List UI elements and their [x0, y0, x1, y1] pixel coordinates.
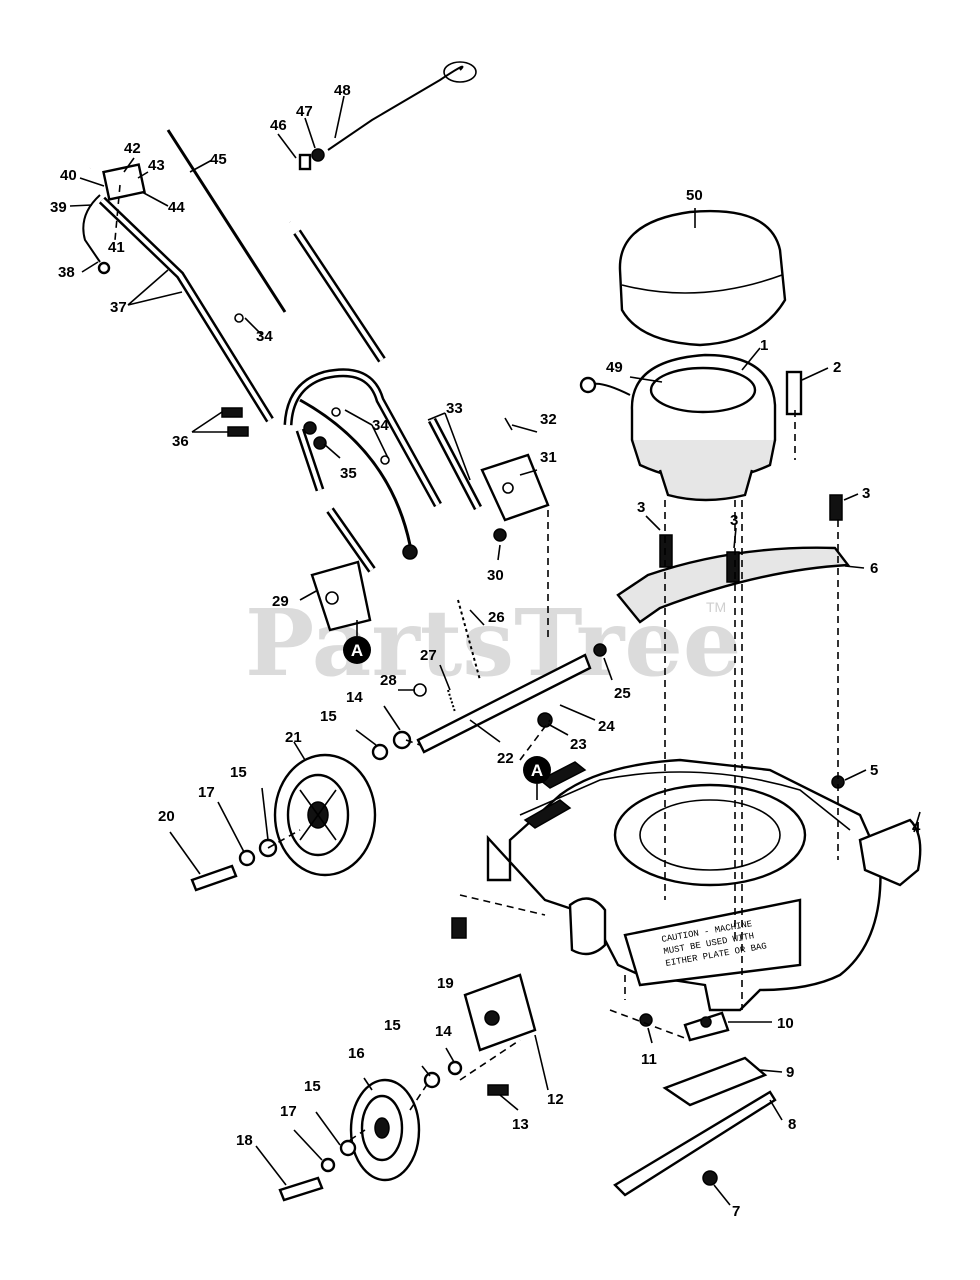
label-19: 19: [437, 975, 454, 992]
label-34-lower: 34: [372, 417, 389, 434]
motor-cover: [618, 209, 787, 347]
blade: [613, 1090, 777, 1197]
marker-a-left: A: [343, 636, 371, 664]
label-9: 9: [786, 1064, 794, 1081]
label-15-rear-b: 15: [230, 764, 247, 781]
label-3-right: 3: [862, 485, 870, 502]
label-37: 37: [110, 299, 127, 316]
axle: [416, 653, 592, 754]
bracket-left: [310, 560, 372, 632]
label-22: 22: [497, 750, 514, 767]
label-30: 30: [487, 567, 504, 584]
label-15-front-a: 15: [384, 1017, 401, 1034]
label-33: 33: [446, 400, 463, 417]
label-2: 2: [833, 359, 841, 376]
label-14-rear: 14: [346, 689, 363, 706]
bracket-right: [480, 453, 550, 522]
label-36: 36: [172, 433, 189, 450]
label-47: 47: [296, 103, 313, 120]
baffle: [616, 546, 851, 624]
motor: [579, 353, 777, 502]
label-3-left: 3: [637, 499, 645, 516]
upper-handle: [88, 86, 386, 423]
label-21: 21: [285, 729, 302, 746]
label-14-front: 14: [435, 1023, 452, 1040]
part-number-labels: 1 2 3 3 3 3 4 5 6 7 8 9 10 11 12 13 14 1…: [50, 82, 921, 1220]
svg-text:A: A: [531, 761, 543, 780]
label-27: 27: [420, 647, 437, 664]
cord-plug-icon: [402, 544, 418, 560]
label-41: 41: [108, 239, 125, 256]
blade-support: [662, 1056, 768, 1107]
label-17-rear: 17: [198, 784, 215, 801]
label-3-mid: 3: [730, 512, 738, 529]
bolt-3c: [829, 494, 843, 521]
label-29: 29: [272, 593, 289, 610]
label-24: 24: [598, 718, 615, 735]
wheel-bolt-rear: [190, 864, 238, 892]
bolts-handle: [221, 313, 390, 465]
label-5: 5: [870, 762, 878, 779]
label-42: 42: [124, 140, 141, 157]
switch-box: [82, 163, 146, 275]
label-35: 35: [340, 465, 357, 482]
label-34-upper: 34: [256, 328, 273, 345]
label-16: 16: [348, 1045, 365, 1062]
label-25: 25: [614, 685, 631, 702]
label-4: 4: [912, 819, 921, 836]
label-15-rear-a: 15: [320, 708, 337, 725]
leader-lines: [69, 95, 921, 1206]
motor-bolt: [785, 370, 803, 416]
label-23: 23: [570, 736, 587, 753]
bolt-3a: [659, 534, 673, 568]
label-38: 38: [58, 264, 75, 281]
label-31: 31: [540, 449, 557, 466]
label-8: 8: [788, 1116, 796, 1133]
label-12: 12: [547, 1091, 564, 1108]
label-45: 45: [210, 151, 227, 168]
label-18: 18: [236, 1132, 253, 1149]
cable: [298, 61, 477, 171]
label-17-front: 17: [280, 1103, 297, 1120]
label-40: 40: [60, 167, 77, 184]
lower-handle: [283, 368, 482, 573]
height-adjust-bracket: [463, 973, 537, 1052]
front-wheel: [349, 1078, 421, 1182]
label-11: 11: [641, 1051, 657, 1068]
rear-wheel: [273, 753, 377, 877]
wheel-bolt-front: [278, 1176, 324, 1202]
label-46: 46: [270, 117, 287, 134]
marker-a-right: A: [523, 756, 551, 784]
label-13: 13: [512, 1116, 529, 1133]
label-28: 28: [380, 672, 397, 689]
label-48: 48: [334, 82, 351, 99]
svg-text:A: A: [351, 641, 363, 660]
label-39: 39: [50, 199, 67, 216]
label-43: 43: [148, 157, 165, 174]
label-49: 49: [606, 359, 623, 376]
deck: [486, 758, 922, 1012]
spring: [457, 599, 481, 681]
label-44: 44: [168, 199, 185, 216]
label-26: 26: [488, 609, 505, 626]
label-7: 7: [732, 1203, 740, 1220]
label-32: 32: [540, 411, 557, 428]
bolt-3b: [726, 551, 740, 583]
label-15-front-b: 15: [304, 1078, 321, 1095]
label-6: 6: [870, 560, 878, 577]
label-10: 10: [777, 1015, 794, 1032]
label-20: 20: [158, 808, 175, 825]
label-1: 1: [760, 337, 768, 354]
label-50: 50: [686, 187, 703, 204]
watermark-tm: TM: [706, 599, 726, 615]
